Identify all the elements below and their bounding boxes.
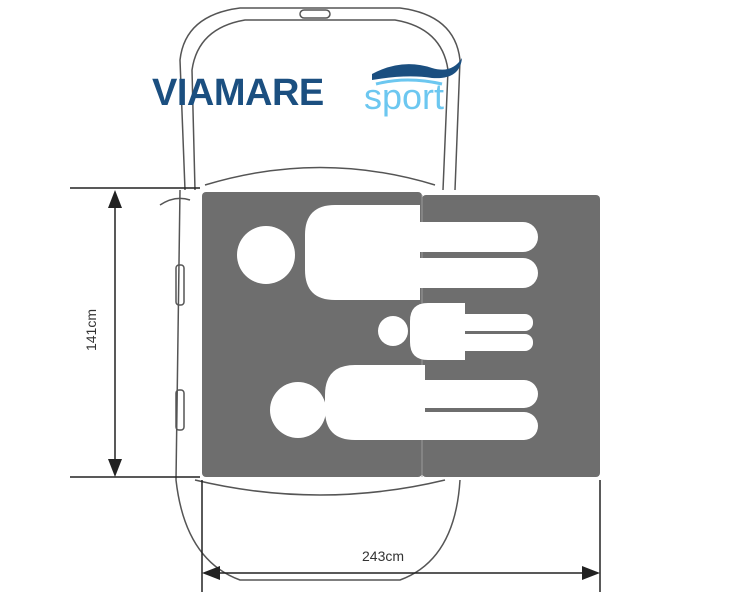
logo-brand: VIAMARE <box>152 72 324 114</box>
logo-sub: sport <box>364 76 445 117</box>
adult-figure-bottom <box>270 365 538 440</box>
car-outline <box>159 7 461 581</box>
wave-icon <box>372 58 462 86</box>
viamare-sport-logo: VIAMARE sport <box>152 58 462 118</box>
width-dimension-label: 141cm <box>83 308 100 352</box>
child-figure <box>378 303 533 360</box>
length-dimension-label: 243cm <box>362 548 405 564</box>
adult-figure-top <box>237 205 538 300</box>
dimension-lines <box>70 187 601 592</box>
